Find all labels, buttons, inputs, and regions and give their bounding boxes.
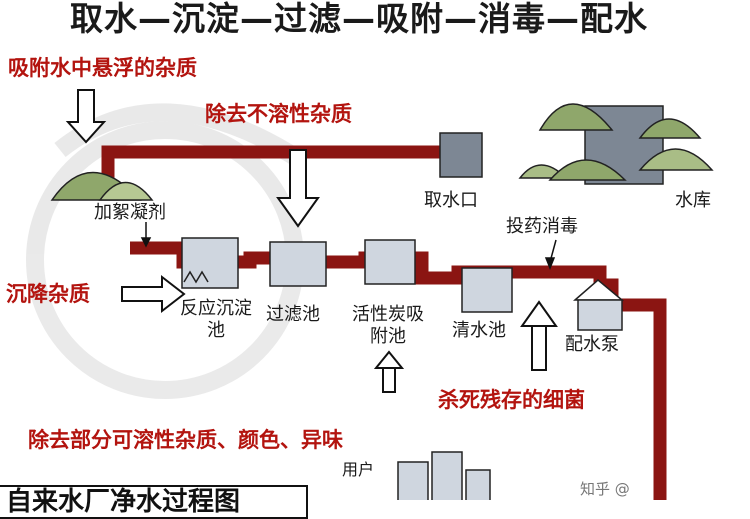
coagulant-hills (50, 171, 154, 201)
carbon-tank (364, 239, 416, 285)
arrow-up-bacteria (531, 321, 547, 371)
arrow-down-insoluble (276, 149, 320, 228)
filter-tank (269, 241, 327, 287)
label-carbon-tank: 活性炭吸附池 (352, 304, 424, 347)
label-user: 用户 (342, 460, 375, 479)
disinfect-pointer (140, 222, 557, 271)
reservoir (518, 103, 714, 185)
annotation-adsorb-impurities: 吸附水中悬浮的杂质 (8, 56, 197, 80)
label-reaction-tank: 反应沉淀池 (180, 298, 252, 341)
annotation-kill-bacteria: 杀死残存的细菌 (438, 388, 585, 412)
user-buildings (397, 451, 491, 500)
annotation-remove-insoluble: 除去不溶性杂质 (205, 102, 352, 126)
arrow-right-settle (121, 274, 186, 314)
label-intake: 取水口 (424, 190, 478, 211)
bottom-caption: 自来水厂净水过程图 (0, 485, 308, 519)
arrows (65, 89, 558, 393)
label-disinfect: 投药消毒 (506, 216, 578, 237)
reaction-tank (181, 237, 239, 289)
label-clear-tank: 清水池 (452, 320, 506, 341)
label-pump: 配水泵 (565, 334, 619, 355)
intake-box (439, 132, 483, 178)
arrow-down-adsorb (65, 89, 107, 144)
label-coagulant: 加絮凝剂 (94, 202, 166, 223)
pump-house (572, 279, 625, 331)
annotation-remove-soluble: 除去部分可溶性杂质、颜色、异味 (28, 428, 343, 452)
label-filter-tank: 过滤池 (266, 304, 320, 325)
label-reservoir: 水库 (675, 190, 711, 211)
water-treatment-diagram (26, 89, 714, 500)
watermark: 知乎 @ (580, 480, 630, 498)
clear-tank (461, 267, 513, 313)
page-title: 取水—沉淀—过滤—吸附—消毒—配水 (70, 0, 648, 38)
annotation-settle-impurities: 沉降杂质 (6, 282, 90, 306)
